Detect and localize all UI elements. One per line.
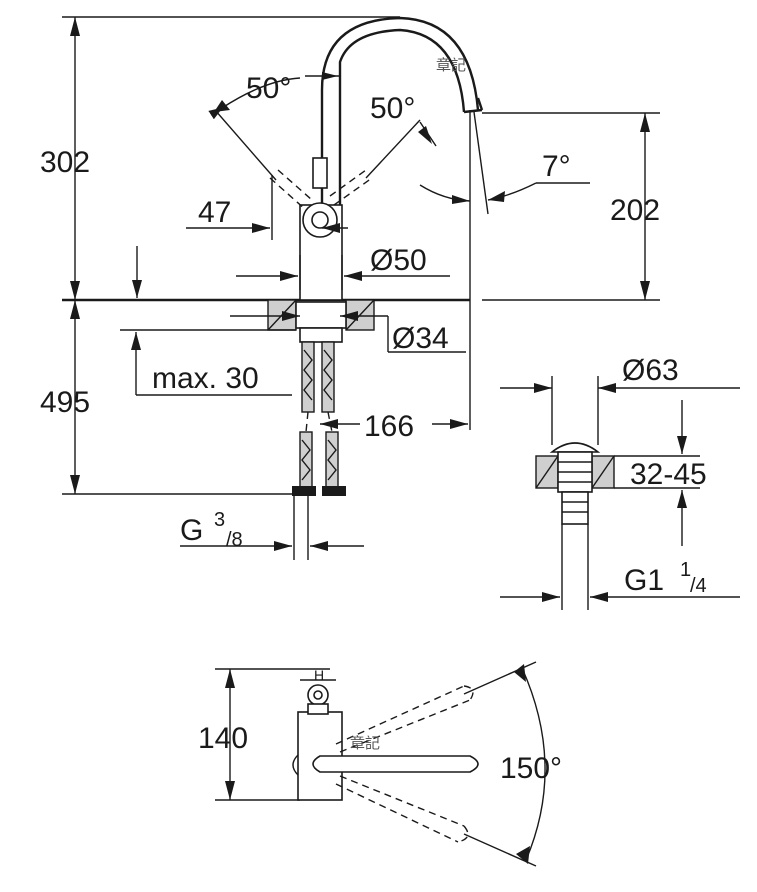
label-plan-marker: H [314, 667, 324, 683]
label-angle-right: 50° [370, 92, 415, 125]
label-302: 302 [40, 146, 90, 179]
waste-cap [549, 442, 601, 453]
plan-view [215, 661, 546, 867]
label-g38-den: /8 [226, 529, 243, 551]
label-495: 495 [40, 386, 90, 419]
label-32-45: 32-45 [630, 458, 707, 491]
label-166: 166 [364, 410, 414, 443]
spout [320, 16, 480, 300]
label-g114-main: G1 [624, 564, 664, 597]
label-max30: max. 30 [152, 362, 259, 395]
label-g38-main: G [180, 514, 203, 547]
label-g114-den: /4 [690, 575, 707, 597]
label-angle-left: 50° [246, 72, 291, 105]
label-7deg: 7° [542, 150, 571, 183]
supply-hose-right [321, 341, 335, 413]
plan-lever [312, 755, 479, 773]
label-150deg: 150° [500, 752, 562, 785]
label-202: 202 [610, 194, 660, 227]
label-diam-50: Ø50 [370, 244, 427, 277]
waste-detail [500, 376, 740, 610]
label-diam-34: Ø34 [392, 322, 449, 355]
side-elevation [62, 16, 660, 560]
label-47: 47 [198, 196, 231, 229]
watermark-plan: 章記 [350, 734, 380, 752]
label-diam-63: Ø63 [622, 354, 679, 387]
supply-hose-left [301, 341, 315, 413]
watermark-top: 章記 [436, 56, 466, 74]
label-140: 140 [198, 722, 248, 755]
label-g38-num: 3 [214, 509, 225, 531]
label-g114-num: 1 [680, 559, 691, 581]
dimension-labels: 302 495 202 50° 50° 7° 47 Ø50 Ø34 max. 3… [40, 56, 707, 785]
